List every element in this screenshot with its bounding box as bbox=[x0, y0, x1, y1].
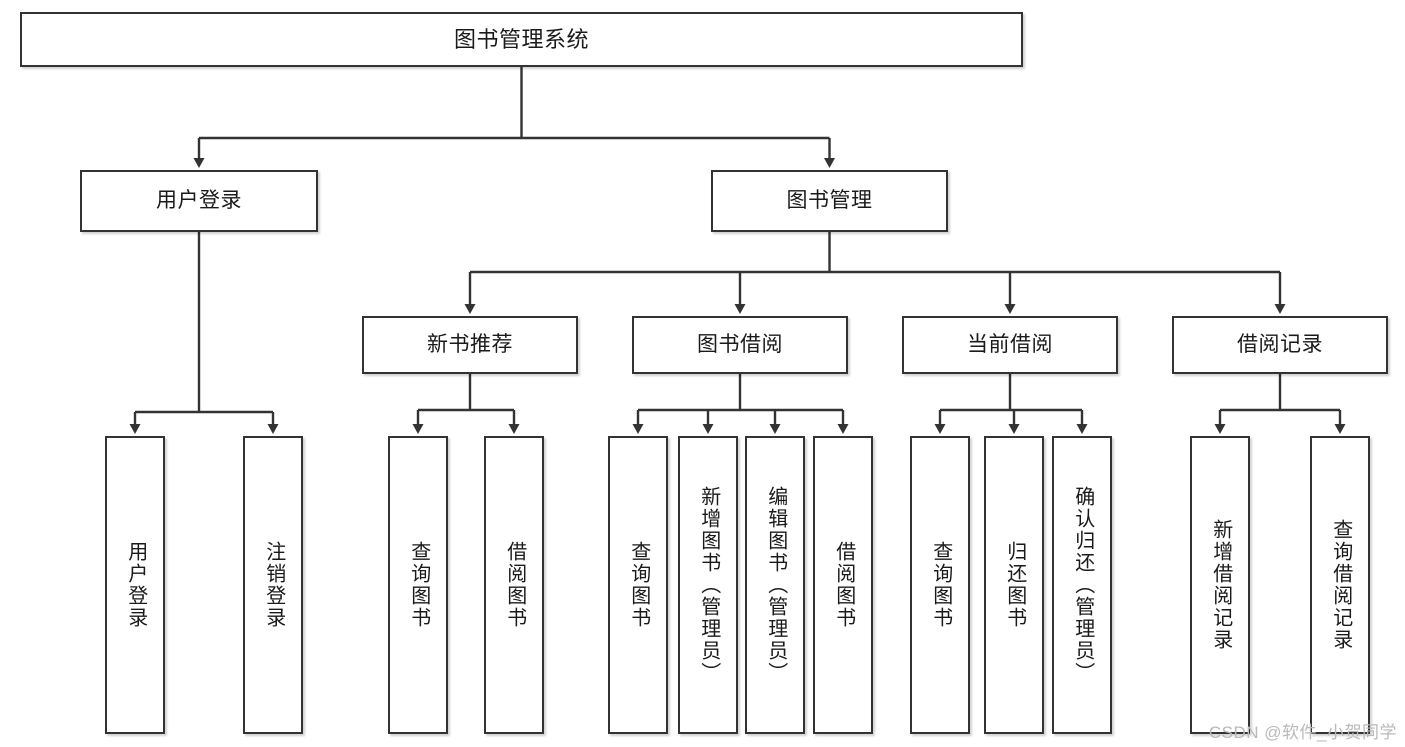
node-label: 借阅图书 bbox=[503, 541, 526, 629]
node-label: 借阅记录 bbox=[1237, 332, 1323, 356]
node-label: 新增借阅记录 bbox=[1209, 519, 1232, 651]
node-leaf-user-login[interactable]: 用户登录 bbox=[105, 436, 165, 734]
node-label: 新增图书（管理员） bbox=[697, 486, 720, 684]
node-leaf-nb-query[interactable]: 查询图书 bbox=[388, 436, 448, 734]
node-label: 查询图书 bbox=[929, 541, 952, 629]
node-label: 借阅图书 bbox=[832, 541, 855, 629]
node-new-book-rec[interactable]: 新书推荐 bbox=[362, 316, 578, 374]
node-leaf-user-logout[interactable]: 注销登录 bbox=[243, 436, 303, 734]
node-leaf-bb-query[interactable]: 查询图书 bbox=[608, 436, 668, 734]
node-label: 当前借阅 bbox=[967, 332, 1053, 356]
node-book-manage[interactable]: 图书管理 bbox=[711, 170, 948, 232]
node-label: 注销登录 bbox=[262, 541, 285, 629]
node-leaf-bb-add[interactable]: 新增图书（管理员） bbox=[678, 436, 738, 734]
node-borrow-record[interactable]: 借阅记录 bbox=[1172, 316, 1388, 374]
node-label: 图书管理 bbox=[786, 188, 873, 212]
watermark-label: CSDN @软件_小贺同学 bbox=[1208, 723, 1397, 742]
node-label: 编辑图书（管理员） bbox=[764, 486, 787, 684]
node-leaf-br-add[interactable]: 新增借阅记录 bbox=[1190, 436, 1250, 734]
node-user-login[interactable]: 用户登录 bbox=[80, 170, 318, 232]
node-label: 确认归还（管理员） bbox=[1071, 486, 1094, 684]
node-leaf-bb-edit[interactable]: 编辑图书（管理员） bbox=[745, 436, 805, 734]
node-label: 新书推荐 bbox=[427, 332, 513, 356]
node-leaf-br-query[interactable]: 查询借阅记录 bbox=[1310, 436, 1370, 734]
node-leaf-cb-query[interactable]: 查询图书 bbox=[910, 436, 970, 734]
node-current-borrow[interactable]: 当前借阅 bbox=[902, 316, 1118, 374]
node-label: 用户登录 bbox=[124, 541, 147, 629]
node-book-borrow[interactable]: 图书借阅 bbox=[632, 316, 848, 374]
node-label: 归还图书 bbox=[1003, 541, 1026, 629]
node-root[interactable]: 图书管理系统 bbox=[20, 12, 1023, 67]
node-leaf-nb-borrow[interactable]: 借阅图书 bbox=[484, 436, 544, 734]
node-label: 查询图书 bbox=[627, 541, 650, 629]
node-label: 图书借阅 bbox=[697, 332, 783, 356]
node-leaf-cb-return[interactable]: 归还图书 bbox=[984, 436, 1044, 734]
node-label: 用户登录 bbox=[156, 188, 242, 212]
node-label: 查询借阅记录 bbox=[1329, 519, 1352, 651]
node-label: 图书管理系统 bbox=[453, 26, 589, 52]
node-leaf-bb-borrow[interactable]: 借阅图书 bbox=[813, 436, 873, 734]
node-leaf-cb-confirm[interactable]: 确认归还（管理员） bbox=[1052, 436, 1112, 734]
node-label: 查询图书 bbox=[407, 541, 430, 629]
